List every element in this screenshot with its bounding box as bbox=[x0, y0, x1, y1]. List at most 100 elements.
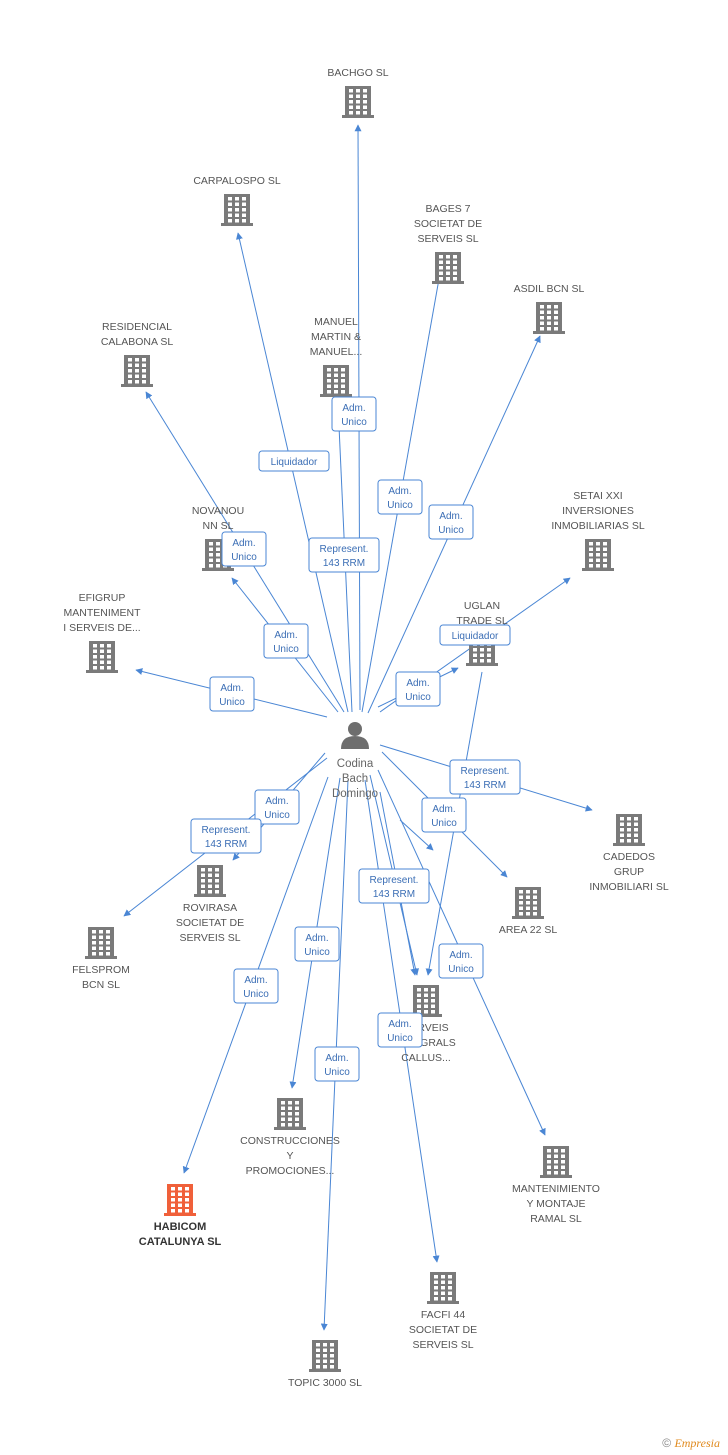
edge-label-facfi: Adm.Unico bbox=[377, 1012, 423, 1048]
company-name-line: SERVEIS SL bbox=[179, 932, 240, 944]
company-node-asdil[interactable]: ASDIL BCN SL bbox=[514, 283, 585, 334]
company-node-mantenimiento[interactable]: MANTENIMIENTO Y MONTAJE RAMAL SL bbox=[512, 1146, 600, 1225]
edge-label-mantenimiento: Adm.Unico bbox=[438, 943, 484, 979]
building-icon bbox=[85, 927, 117, 959]
edge-label-text: Adm. bbox=[220, 683, 243, 694]
person-name-line: Bach bbox=[342, 773, 368, 785]
company-name-line: MANTENIMENT bbox=[64, 607, 142, 619]
building-icon bbox=[121, 355, 153, 387]
company-name-line: I SERVEIS DE... bbox=[63, 622, 140, 634]
edge-label-text: Adm. bbox=[388, 486, 411, 497]
building-icon bbox=[432, 252, 464, 284]
building-icon bbox=[86, 641, 118, 673]
edge-label-text: Unico bbox=[264, 810, 290, 821]
company-node-carpalospo[interactable]: CARPALOSPO SL bbox=[193, 175, 281, 226]
company-node-bachgo[interactable]: BACHGO SL bbox=[327, 67, 389, 118]
edge-label-text: 143 RRM bbox=[205, 839, 247, 850]
company-name-line: INMOBILIARIAS SL bbox=[551, 520, 645, 532]
edge-label-area22: Adm.Unico bbox=[421, 797, 467, 833]
edge-label-text: Adm. bbox=[305, 933, 328, 944]
company-name-line: Y MONTAJE bbox=[526, 1198, 585, 1210]
edge-label-construcciones: Adm.Unico bbox=[294, 926, 340, 962]
company-node-cadedos[interactable]: CADEDOS GRUP INMOBILIARI SL bbox=[589, 814, 669, 893]
edge-label-text: Unico bbox=[405, 692, 431, 703]
company-name-line: RESIDENCIAL bbox=[102, 321, 172, 333]
company-name-line: BACHGO SL bbox=[327, 67, 388, 79]
company-name-line: SETAI XXI bbox=[573, 490, 622, 502]
edge-label-text: Liquidador bbox=[271, 457, 318, 468]
edge-label-text: Unico bbox=[243, 989, 269, 1000]
company-name-line: AREA 22 SL bbox=[499, 924, 558, 936]
company-node-topic[interactable]: TOPIC 3000 SL bbox=[288, 1340, 362, 1389]
company-name-line: MANUEL... bbox=[310, 346, 363, 358]
company-name-line: GRUP bbox=[614, 866, 644, 878]
building-icon bbox=[613, 814, 645, 846]
company-name-line: CATALUNYA SL bbox=[139, 1236, 222, 1248]
company-name-line: TOPIC 3000 SL bbox=[288, 1377, 362, 1389]
company-name-line: INMOBILIARI SL bbox=[589, 881, 669, 893]
company-name-line: MANTENIMIENTO bbox=[512, 1183, 600, 1195]
footer-brand: © Empresia bbox=[662, 1436, 720, 1451]
company-name-line: HABICOM bbox=[154, 1221, 207, 1233]
edge-label-text: Adm. bbox=[274, 630, 297, 641]
edge-label-text: Unico bbox=[438, 525, 464, 536]
company-name-line: UGLAN bbox=[464, 600, 500, 612]
company-name-line: TRADE SL bbox=[456, 615, 508, 627]
company-name-line: BAGES 7 bbox=[426, 203, 471, 215]
company-node-area22[interactable]: AREA 22 SL bbox=[499, 887, 558, 936]
building-icon bbox=[427, 1272, 459, 1304]
company-name-line: MARTIN & bbox=[311, 331, 361, 343]
company-name-line: CALABONA SL bbox=[101, 336, 174, 348]
edge-label-topic: Adm.Unico bbox=[314, 1046, 360, 1082]
company-node-residencial[interactable]: RESIDENCIAL CALABONA SL bbox=[101, 321, 174, 387]
edge-label-manuel: Represent. 143 RRM bbox=[308, 537, 380, 573]
edge-label-habicom: Adm. Unico bbox=[233, 968, 279, 1004]
edge-label-felsprom: Represent.143 RRM bbox=[190, 818, 262, 854]
person-name-line: Codina bbox=[337, 758, 374, 770]
edge-label-text: Adm. bbox=[342, 403, 365, 414]
edge-label-bachgo: Adm.Unico bbox=[331, 396, 377, 432]
edge-line-secondary bbox=[399, 819, 434, 851]
edge-label-text: Adm. bbox=[406, 678, 429, 689]
edge-label-text: Adm. bbox=[325, 1053, 348, 1064]
company-name-line: PROMOCIONES... bbox=[246, 1165, 335, 1177]
edge-label-text: Unico bbox=[231, 552, 257, 563]
edge-label-text: Adm. bbox=[432, 804, 455, 815]
edge-label-text: Represent. bbox=[320, 544, 369, 555]
edge-label-text: Adm. bbox=[244, 975, 267, 986]
edge-label-cadedos: Represent. 143 RRM bbox=[449, 759, 521, 795]
edge-label-novanou: Adm.Unico bbox=[263, 623, 309, 659]
edge-label-text: 143 RRM bbox=[373, 889, 415, 900]
edge-label-text: 143 RRM bbox=[464, 780, 506, 791]
company-name-line: BCN SL bbox=[82, 979, 120, 991]
edge-label-uglan: Adm. Unico bbox=[395, 671, 441, 707]
edge-label-bages7: Adm.Unico bbox=[377, 479, 423, 515]
building-icon bbox=[410, 985, 442, 1017]
company-node-setai[interactable]: SETAI XXI INVERSIONES INMOBILIARIAS SL bbox=[551, 490, 645, 571]
company-name-line: RAMAL SL bbox=[530, 1213, 582, 1225]
edge-label-text: Adm. bbox=[439, 511, 462, 522]
company-node-construcciones[interactable]: CONSTRUCCIONESYPROMOCIONES... bbox=[240, 1098, 340, 1177]
edge-label-efigrup: Adm.Unico bbox=[209, 676, 255, 712]
company-name-line: CADEDOS bbox=[603, 851, 655, 863]
edge-label-carpalospo: Liquidador bbox=[258, 450, 330, 472]
edge-label-text: Adm. bbox=[265, 796, 288, 807]
copyright-symbol: © bbox=[662, 1436, 672, 1450]
company-name-line: INVERSIONES bbox=[562, 505, 634, 517]
building-icon bbox=[164, 1184, 196, 1216]
edge-label-text: Represent. bbox=[461, 766, 510, 777]
company-name-line: SOCIETAT DE bbox=[409, 1324, 477, 1336]
edge-label-text: 143 RRM bbox=[323, 558, 365, 569]
company-node-habicom[interactable]: HABICOM CATALUNYA SL bbox=[139, 1184, 222, 1248]
edge-label-serveis: Represent. 143 RRM bbox=[358, 868, 430, 904]
edge-label-text: Represent. bbox=[370, 875, 419, 886]
